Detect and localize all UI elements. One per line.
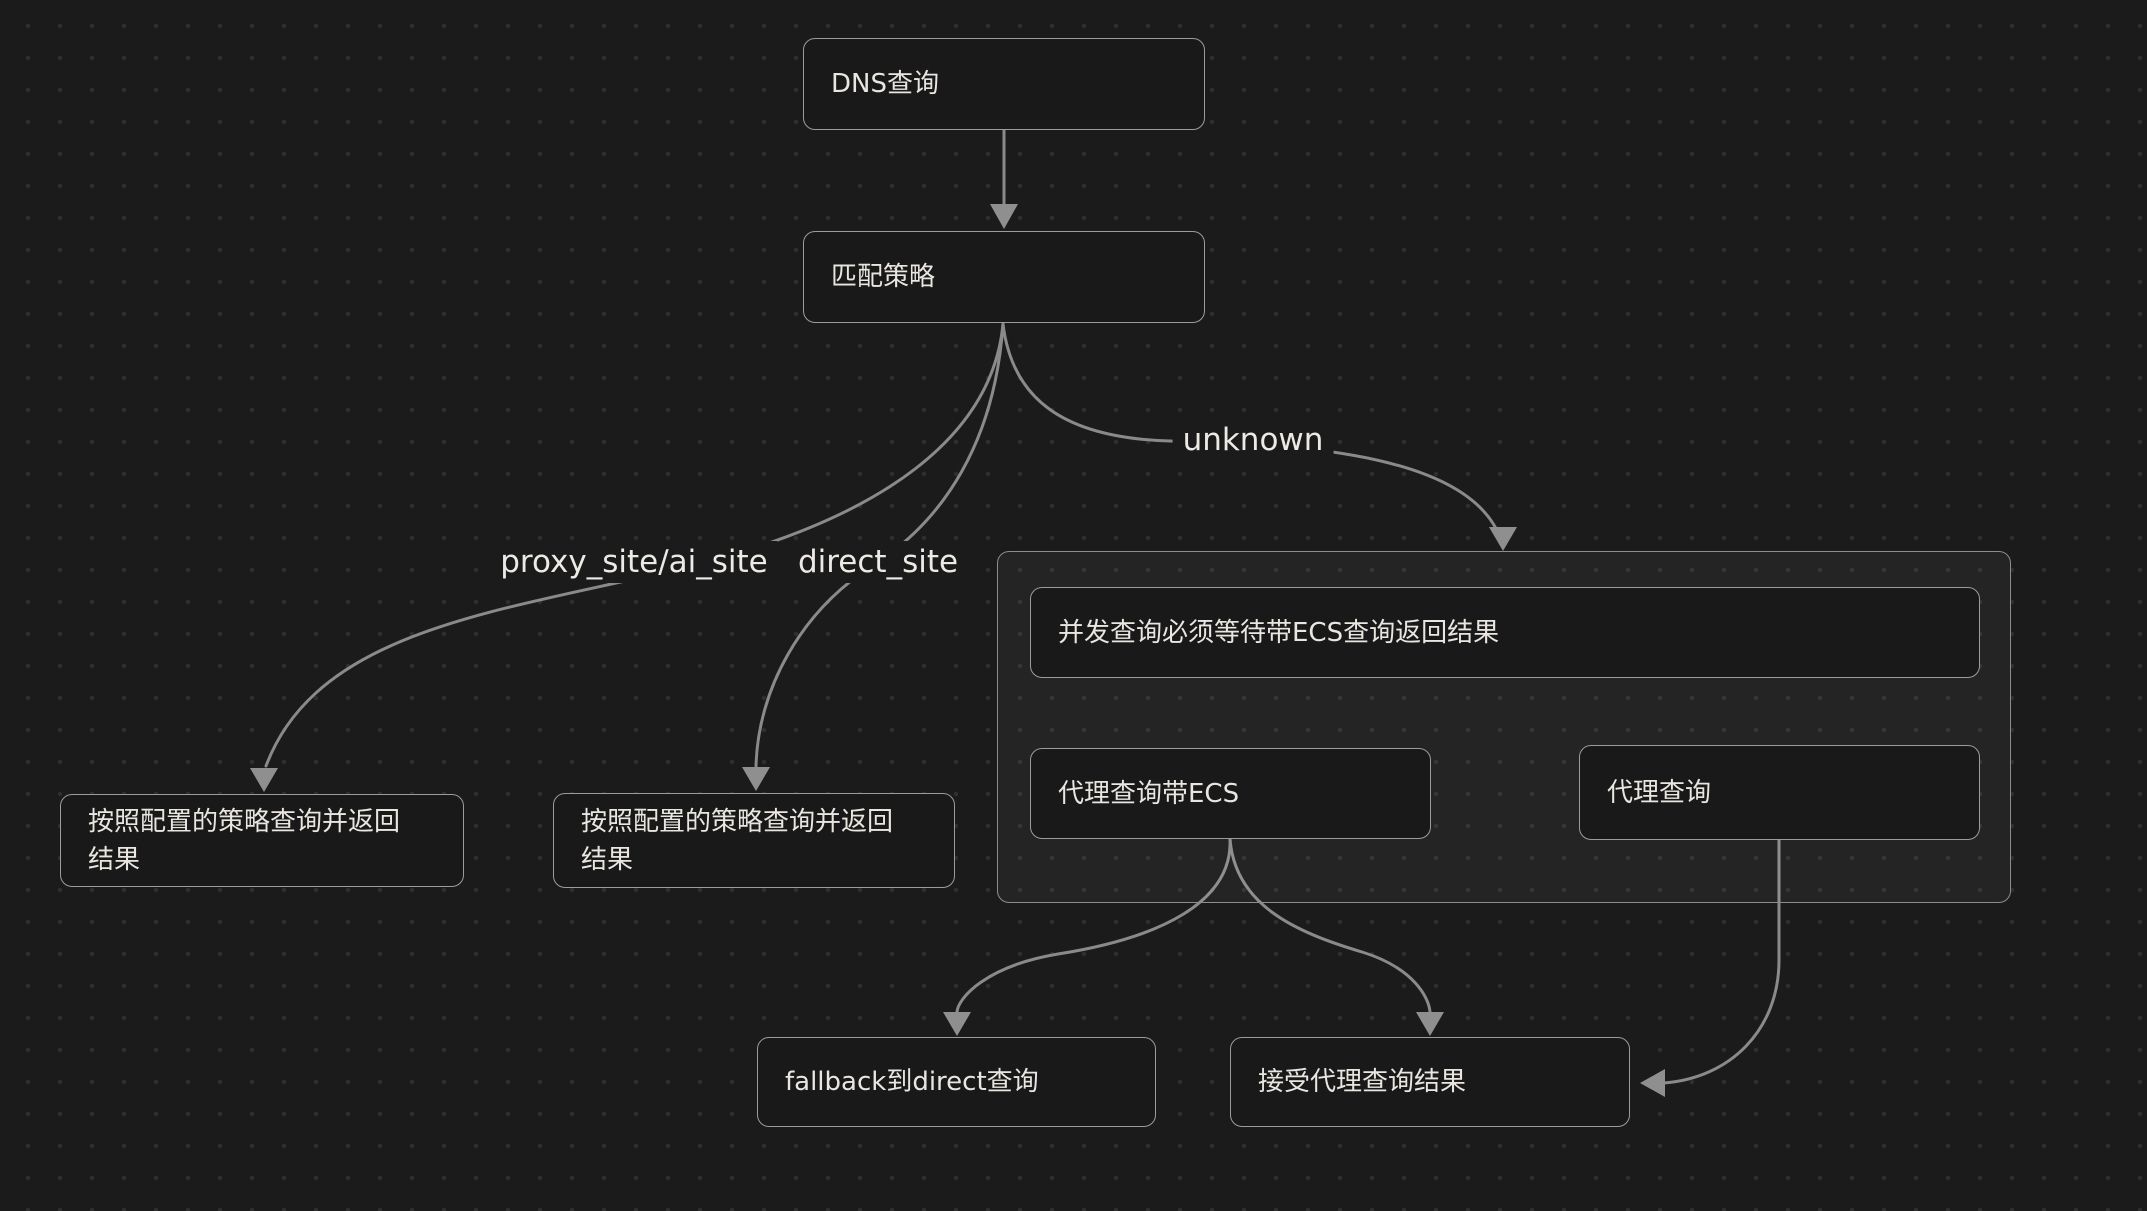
edge-proxyecs-to-fallback xyxy=(955,837,1232,1014)
cluster-unknown-branch: 并发查询必须等待带ECS查询返回结果 代理查询带ECS 代理查询 xyxy=(997,551,2011,903)
node-proxy-query-label: 代理查询 xyxy=(1607,777,1712,808)
arrowhead-accept-right xyxy=(1640,1069,1665,1097)
node-mid-result-label: 按照配置的策略查询并返回结果 xyxy=(581,806,894,875)
edge-proxyecs-to-accept xyxy=(1228,837,1432,1014)
node-accept-proxy-result: 接受代理查询结果 xyxy=(1230,1037,1630,1127)
arrowhead-container-top xyxy=(1489,527,1517,551)
node-concurrent-note: 并发查询必须等待带ECS查询返回结果 xyxy=(1030,587,1980,678)
arrowhead-left-result-top xyxy=(250,768,278,792)
node-mid-result: 按照配置的策略查询并返回结果 xyxy=(553,793,955,888)
node-accept-proxy-result-label: 接受代理查询结果 xyxy=(1258,1067,1467,1097)
arrowhead-accept-top xyxy=(1416,1012,1444,1036)
node-proxy-query-ecs: 代理查询带ECS xyxy=(1030,748,1431,839)
node-proxy-query: 代理查询 xyxy=(1579,745,1980,840)
arrowhead-match-top xyxy=(990,204,1018,229)
node-concurrent-note-label: 并发查询必须等待带ECS查询返回结果 xyxy=(1058,617,1500,648)
node-dns-query: DNS查询 xyxy=(803,38,1205,130)
node-left-result-label: 按照配置的策略查询并返回结果 xyxy=(88,806,401,875)
edge-proxy-to-accept xyxy=(1662,837,1781,1085)
edge-label-unknown: unknown xyxy=(1172,419,1334,461)
node-proxy-query-ecs-label: 代理查询带ECS xyxy=(1058,778,1240,809)
node-match-policy: 匹配策略 xyxy=(803,231,1205,323)
node-dns-query-label: DNS查询 xyxy=(831,69,939,99)
arrowhead-mid-result-top xyxy=(742,767,770,791)
arrowhead-fallback-top xyxy=(943,1012,971,1036)
node-left-result: 按照配置的策略查询并返回结果 xyxy=(60,794,464,887)
node-fallback-direct: fallback到direct查询 xyxy=(757,1037,1156,1127)
node-fallback-direct-label: fallback到direct查询 xyxy=(785,1067,1039,1097)
edge-label-direct-site: direct_site xyxy=(787,541,969,583)
node-match-policy-label: 匹配策略 xyxy=(831,262,936,292)
edge-label-proxy-site-ai-site: proxy_site/ai_site xyxy=(490,541,778,583)
